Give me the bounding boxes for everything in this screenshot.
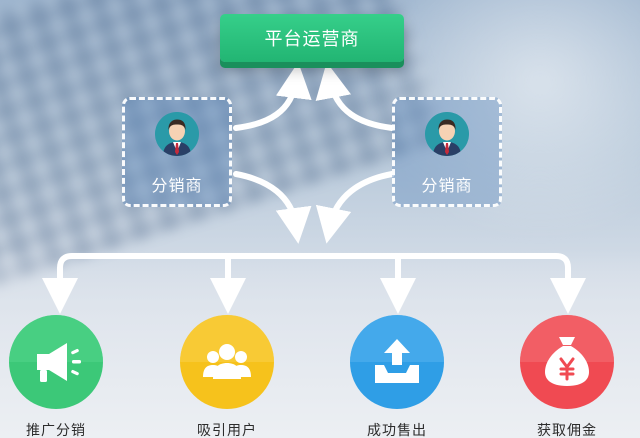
money-bag-icon	[520, 315, 614, 409]
arrow-left-to-platform	[233, 62, 312, 131]
arrow-right-down	[315, 171, 395, 244]
distribution-bar	[57, 253, 571, 299]
businessman-avatar-icon	[155, 112, 199, 156]
step-promote-circle	[9, 315, 103, 409]
distributor-label-right: 分销商	[421, 176, 473, 195]
platform-operator-box: 平台运营商	[220, 14, 404, 62]
step-sold-circle	[350, 315, 444, 409]
users-icon	[180, 315, 274, 409]
step-commission-circle	[520, 315, 614, 409]
arrow-right-to-platform	[315, 62, 395, 131]
distributor-box-right: 分销商	[392, 97, 502, 207]
step-promote-label: 推广分销	[26, 423, 86, 438]
distributor-box-left: 分销商	[122, 97, 232, 207]
upload-tray-icon	[350, 315, 444, 409]
platform-operator-label: 平台运营商	[264, 29, 360, 50]
step-attract-label: 吸引用户	[197, 423, 257, 438]
megaphone-icon	[9, 315, 103, 409]
step-sold-label: 成功售出	[367, 423, 427, 438]
distributor-label-left: 分销商	[151, 176, 203, 195]
step-commission-label: 获取佣金	[537, 423, 597, 438]
businessman-avatar-icon	[425, 112, 469, 156]
step-attract-circle	[180, 315, 274, 409]
arrow-left-down	[233, 171, 312, 244]
